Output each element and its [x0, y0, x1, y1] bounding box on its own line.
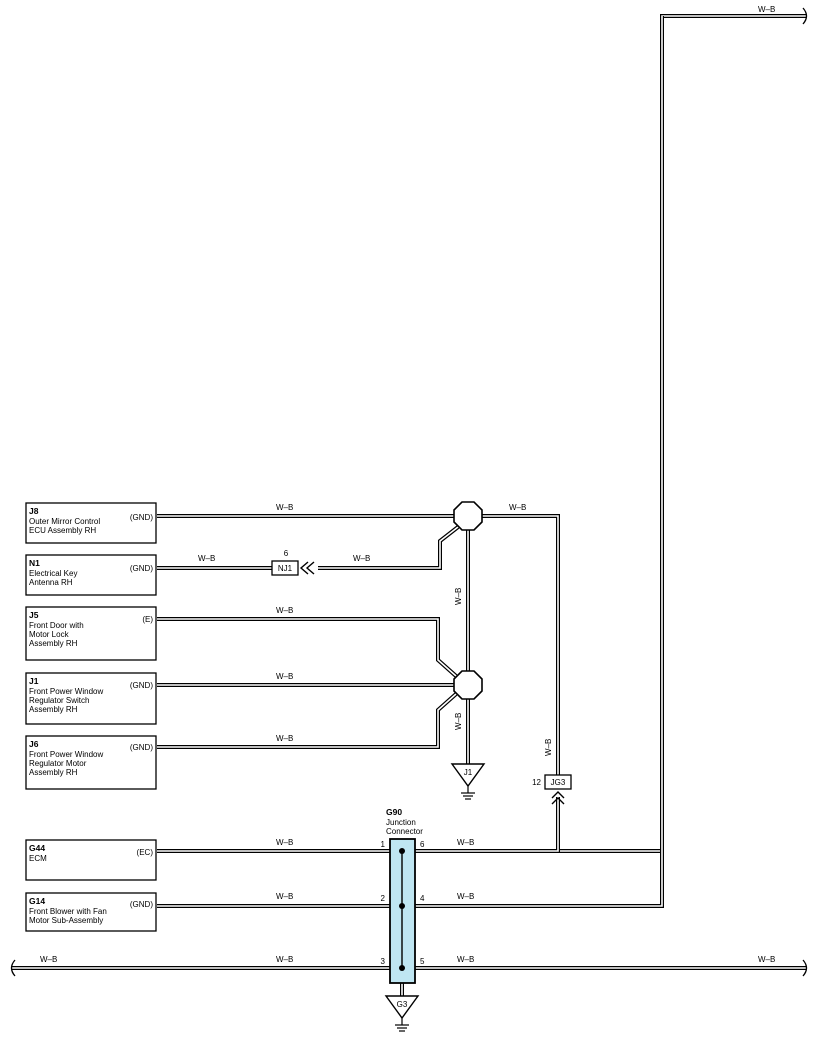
pin-number: 6: [420, 840, 425, 849]
connector-pin: 6: [284, 549, 289, 558]
wire-label: W–B: [276, 672, 293, 681]
wire-label: W–B: [454, 588, 463, 605]
wire-break-bottom-left: [10, 959, 16, 977]
wire-label: W–B: [276, 503, 293, 512]
wire-label: W–B: [454, 713, 463, 730]
terminal-label: (GND): [130, 900, 153, 909]
pin-number: 2: [381, 894, 386, 903]
component-name: Front Power Window: [29, 750, 103, 759]
wire-label: W–B: [198, 554, 215, 563]
component-name: Regulator Motor: [29, 759, 87, 768]
wires: [12, 14, 806, 996]
component-name: Assembly RH: [29, 768, 78, 777]
wire-label: W–B: [544, 739, 553, 756]
ground-g3: G3: [384, 995, 420, 1032]
connector-name: NJ1: [278, 564, 293, 573]
component-name: ECU Assembly RH: [29, 526, 96, 535]
connector-arrow-icon: [299, 561, 315, 575]
junction-connector-code: G90: [386, 807, 402, 817]
component-j6: J6 Front Power Window Regulator Motor As…: [25, 735, 157, 790]
wire-label: W–B: [353, 554, 370, 563]
component-code: G44: [29, 843, 45, 853]
terminal-label: (GND): [130, 513, 153, 522]
terminal-label: (GND): [130, 743, 153, 752]
component-j8: J8 Outer Mirror Control ECU Assembly RH …: [25, 502, 157, 544]
component-name: Assembly RH: [29, 705, 78, 714]
wire-label: W–B: [509, 503, 526, 512]
wire-label: W–B: [276, 734, 293, 743]
ground-j1: J1: [450, 763, 486, 800]
wire-label: W–B: [457, 892, 474, 901]
component-name: Front Power Window: [29, 687, 103, 696]
component-code: J1: [29, 676, 39, 686]
component-code: N1: [29, 558, 40, 568]
component-name: Assembly RH: [29, 639, 78, 648]
component-g44: G44 ECM (EC): [25, 839, 157, 881]
connector-arrow-icon: [551, 791, 565, 805]
component-j5: J5 Front Door with Motor Lock Assembly R…: [25, 606, 157, 661]
connector-name: JG3: [551, 778, 566, 787]
terminal-label: (GND): [130, 681, 153, 690]
ground-icon: [384, 995, 420, 1020]
pin-number: 3: [381, 957, 386, 966]
component-g14: G14 Front Blower with Fan Motor Sub-Asse…: [25, 892, 157, 932]
component-j1: J1 Front Power Window Regulator Switch A…: [25, 672, 157, 725]
wire-label: W–B: [457, 838, 474, 847]
component-name: Outer Mirror Control: [29, 517, 100, 526]
component-code: J6: [29, 739, 39, 749]
component-n1: N1 Electrical Key Antenna RH (GND): [25, 554, 157, 596]
component-code: G14: [29, 896, 45, 906]
ground-label: G3: [397, 1000, 408, 1009]
inline-connector-nj1: NJ1 6: [271, 549, 315, 576]
pin-number: 1: [381, 840, 386, 849]
wire-break-marks: [10, 7, 808, 977]
wire-break-bottom-right: [802, 959, 808, 977]
connector-pin: 12: [532, 778, 541, 787]
component-name: ECM: [29, 854, 47, 863]
wire-label: W–B: [276, 838, 293, 847]
junction-connector-name: Connector: [386, 827, 423, 836]
wire-color-labels: W–B W–B W–B W–B W–B W–B W–B W–B W–B W–B …: [40, 5, 775, 964]
wire-label: W–B: [457, 955, 474, 964]
splice-joint-lower: [453, 670, 483, 700]
wire-label: W–B: [276, 955, 293, 964]
ground-label: J1: [464, 768, 473, 777]
wire-break-top-right: [802, 7, 808, 25]
terminal-label: (E): [142, 615, 153, 624]
terminal-label: (GND): [130, 564, 153, 573]
pin-number: 4: [420, 894, 425, 903]
component-code: J5: [29, 610, 39, 620]
pin-number: 5: [420, 957, 425, 966]
component-name: Regulator Switch: [29, 696, 89, 705]
wire-label: W–B: [758, 5, 775, 14]
ground-icon: [450, 763, 486, 788]
splice-joint-upper: [453, 501, 483, 531]
wire-label: W–B: [276, 892, 293, 901]
wire-label: W–B: [758, 955, 775, 964]
component-name: Front Door with: [29, 621, 84, 630]
terminal-label: (EC): [137, 848, 154, 857]
junction-connector-g90: G90 Junction Connector 1 2 3 6 4 5: [381, 807, 425, 984]
wire-label: W–B: [40, 955, 57, 964]
component-code: J8: [29, 506, 39, 516]
component-name: Antenna RH: [29, 578, 73, 587]
component-name: Electrical Key: [29, 569, 77, 578]
component-name: Motor Sub-Assembly: [29, 916, 103, 925]
wire-label: W–B: [276, 606, 293, 615]
component-name: Motor Lock: [29, 630, 70, 639]
component-name: Front Blower with Fan: [29, 907, 107, 916]
junction-connector-name: Junction: [386, 818, 416, 827]
inline-connector-jg3: JG3 12: [532, 774, 572, 805]
